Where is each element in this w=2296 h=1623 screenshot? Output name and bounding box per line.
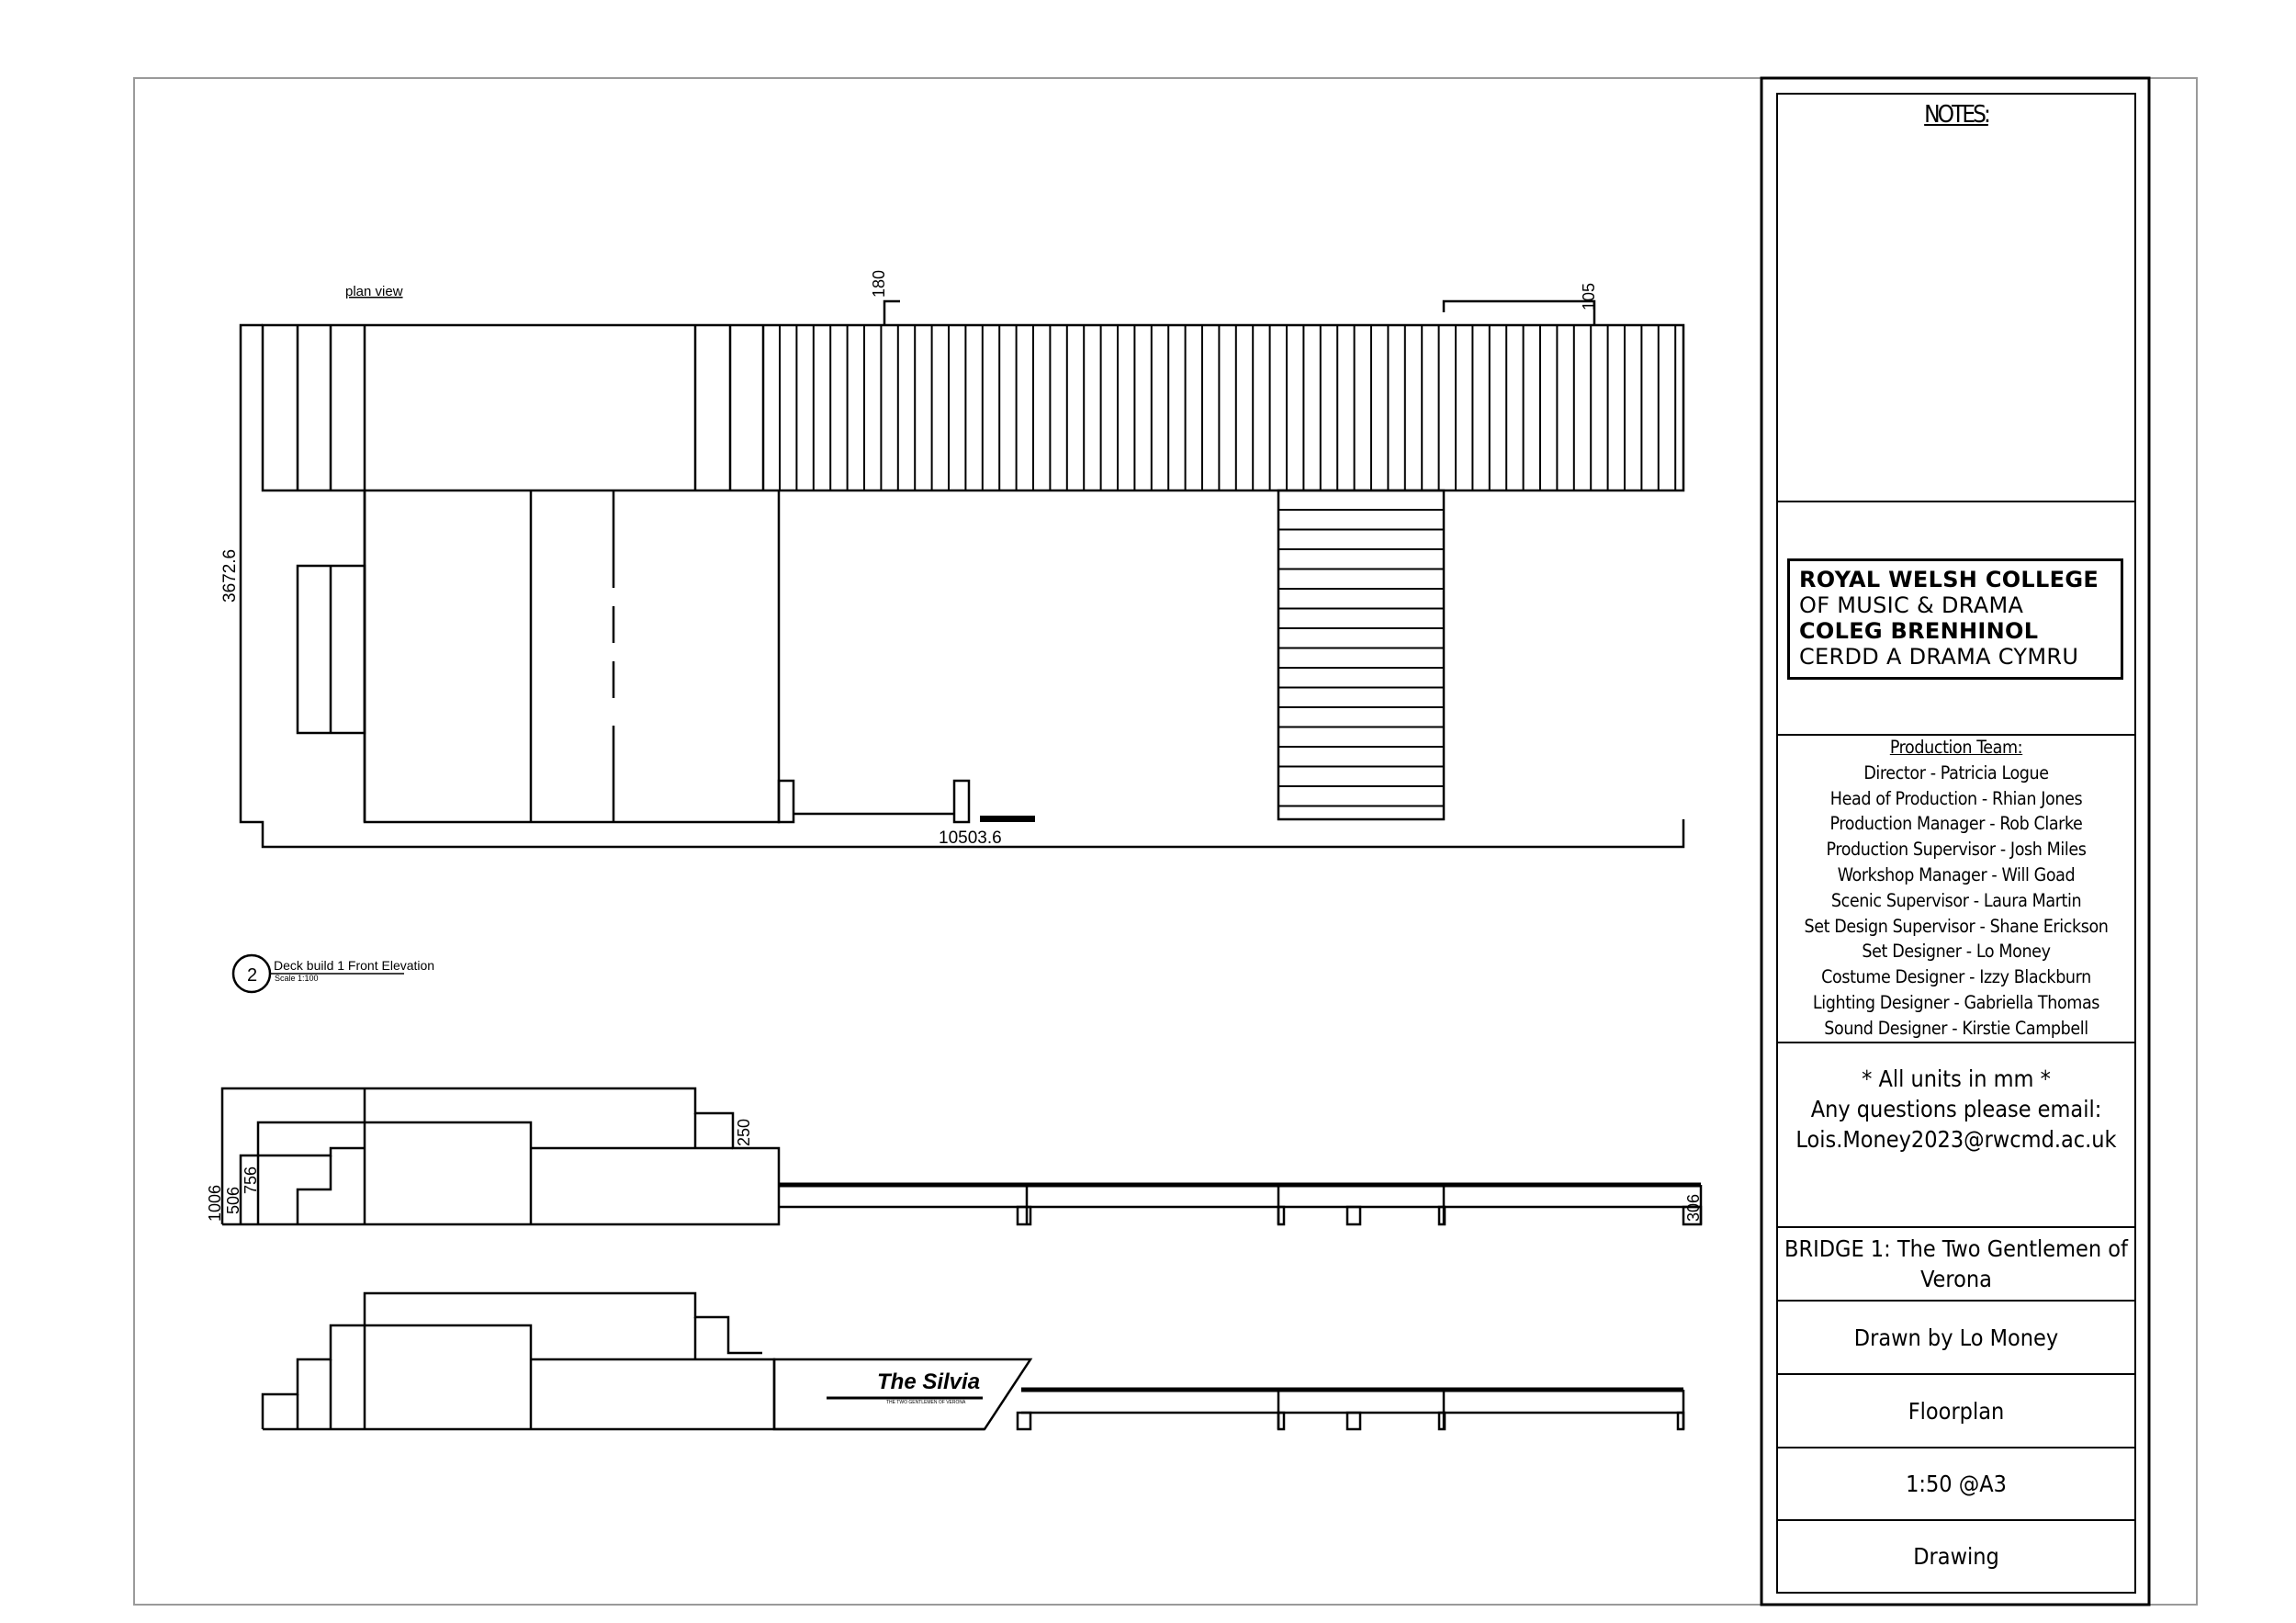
title-block-outer bbox=[1760, 76, 2151, 1606]
elevation-one bbox=[220, 1087, 1703, 1226]
dim-506: 506 bbox=[224, 1187, 242, 1214]
dim-1006: 1006 bbox=[206, 1185, 224, 1222]
team-member: Scenic Supervisor - Laura Martin bbox=[1830, 889, 2082, 911]
sign-subtext: THE TWO GENTLEMEN OF VERONA bbox=[886, 1400, 966, 1405]
dim-105: 105 bbox=[1580, 283, 1598, 310]
drawing-scale: 1:50 @A3 bbox=[1906, 1471, 2007, 1497]
stair-treads bbox=[1278, 509, 1444, 807]
team-member: Set Design Supervisor - Shane Erickson bbox=[1804, 915, 2109, 937]
plan-view-label: plan view bbox=[345, 284, 403, 299]
notes-title: NOTES: bbox=[1924, 101, 1991, 129]
view-callout-number: 2 bbox=[247, 965, 257, 986]
sign-text: The Silvia bbox=[877, 1369, 980, 1394]
team-member: Workshop Manager - Will Goad bbox=[1837, 863, 2076, 885]
production-team-title: Production Team: bbox=[1889, 737, 2023, 758]
elevation-two bbox=[261, 1291, 1685, 1431]
view-callout-scale: Scale 1:100 bbox=[275, 974, 319, 983]
production-team: Production Team: Director - Patricia Log… bbox=[1777, 735, 2135, 1042]
team-member: Lighting Designer - Gabriella Thomas bbox=[1812, 991, 2100, 1013]
dim-306: 306 bbox=[1684, 1194, 1703, 1222]
plan-slats bbox=[779, 325, 1677, 490]
team-member: Production Manager - Rob Clarke bbox=[1829, 813, 2083, 835]
drawing-label: Drawing bbox=[1913, 1543, 1999, 1570]
team-member: Director - Patricia Logue bbox=[1863, 761, 2049, 783]
logo-line-4: CERDD A DRAMA CYMRU bbox=[1799, 644, 2079, 670]
team-member: Head of Production - Rhian Jones bbox=[1829, 787, 2083, 809]
logo-line-2: OF MUSIC & DRAMA bbox=[1799, 592, 2024, 618]
questions-line: Any questions please email: bbox=[1810, 1096, 2102, 1122]
dim-250: 250 bbox=[735, 1119, 753, 1146]
view-callout-title: Deck build 1 Front Elevation bbox=[274, 958, 434, 973]
units-line: * All units in mm * bbox=[1862, 1065, 2051, 1092]
college-logo: ROYAL WELSH COLLEGE OF MUSIC & DRAMA COL… bbox=[1787, 558, 2123, 680]
logo-line-3: COLEG BRENHINOL bbox=[1799, 618, 2039, 644]
title-block-inner bbox=[1776, 93, 2136, 1594]
units-note: * All units in mm * Any questions please… bbox=[1777, 1064, 2135, 1155]
team-member: Set Designer - Lo Money bbox=[1862, 941, 2051, 963]
dim-height: 3672.6 bbox=[220, 549, 240, 603]
contact-email: Lois.Money2023@rwcmd.ac.uk bbox=[1795, 1126, 2117, 1153]
dim-756: 756 bbox=[242, 1167, 260, 1194]
team-member: Production Supervisor - Josh Miles bbox=[1826, 839, 2087, 861]
sheet-border bbox=[133, 77, 2198, 1606]
drawing-type: Floorplan bbox=[1908, 1397, 2005, 1425]
drawn-by: Drawn by Lo Money bbox=[1853, 1324, 2059, 1351]
dim-width: 10503.6 bbox=[939, 828, 1002, 848]
dim-180: 180 bbox=[870, 270, 888, 298]
team-member: Costume Designer - Izzy Blackburn bbox=[1821, 966, 2091, 988]
project-title: BRIDGE 1: The Two Gentlemen of Verona bbox=[1784, 1235, 2128, 1292]
plan-view: plan view bbox=[239, 284, 1685, 849]
logo-line-1: ROYAL WELSH COLLEGE bbox=[1799, 567, 2099, 592]
team-member: Sound Designer - Kirstie Campbell bbox=[1824, 1017, 2088, 1039]
